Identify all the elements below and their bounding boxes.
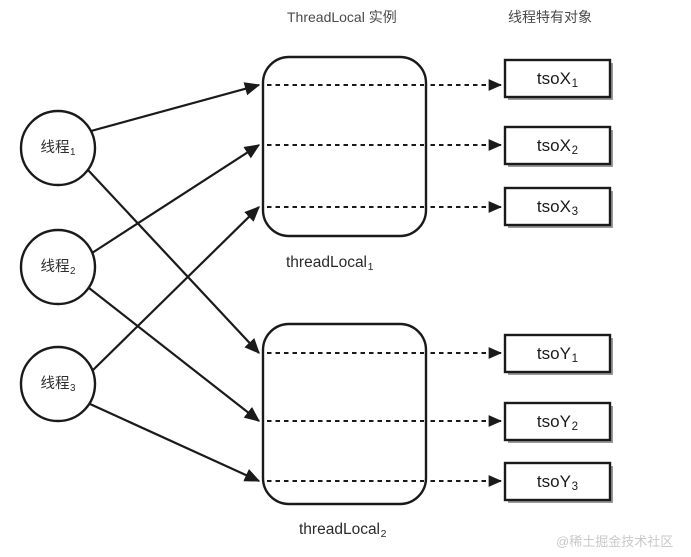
tso-y-3-label: tsoY3 — [536, 471, 579, 493]
threadlocal-1-container — [261, 55, 428, 238]
thread-1-label: 线程1 — [40, 140, 76, 158]
threadlocal-2-container — [261, 322, 428, 506]
thread-specific-objects-title: 线程特有对象 — [508, 9, 592, 25]
link-t3-tl2 — [89, 402, 261, 483]
tso-box-group — [503, 58, 613, 503]
watermark: @稀土掘金技术社区 — [556, 534, 674, 549]
tso-x-1-box — [503, 58, 612, 99]
link-t3-tl1 — [91, 206, 260, 372]
link-t1-tl2 — [87, 169, 260, 354]
thread-1-circle — [19, 109, 97, 187]
tso-x-1-label: tsoX1 — [536, 68, 579, 90]
thread-2-label: 线程2 — [40, 259, 76, 277]
thread-2-circle — [19, 228, 97, 306]
tso-y-1-label: tsoY1 — [536, 343, 579, 365]
threadlocal-container-group — [261, 55, 428, 506]
link-t2-tl1 — [91, 144, 261, 254]
thread-link-group — [87, 82, 261, 483]
tso-y-2-label: tsoY2 — [536, 411, 579, 433]
threadlocal-1-caption: threadLocal1 — [286, 254, 374, 273]
thread-3-circle — [19, 345, 97, 423]
tso-x-3-box — [503, 186, 612, 227]
tso-x-3-label: tsoX3 — [536, 196, 579, 218]
tso-y-1-box — [503, 333, 612, 374]
link-t2-tl2 — [88, 287, 260, 422]
thread-3-label: 线程3 — [40, 376, 76, 394]
tso-y-3-box — [503, 461, 612, 502]
tso-x-2-box — [503, 125, 612, 166]
threadlocal-instances-title: ThreadLocal 实例 — [287, 9, 397, 25]
threadlocal-entry-rows-group — [267, 83, 424, 483]
thread-circle-group — [19, 109, 97, 423]
threadlocal-2-caption: threadLocal2 — [299, 521, 387, 540]
link-t1-tl1 — [90, 82, 261, 133]
tso-y-2-box — [503, 401, 612, 442]
tso-x-2-label: tsoX2 — [536, 135, 579, 157]
